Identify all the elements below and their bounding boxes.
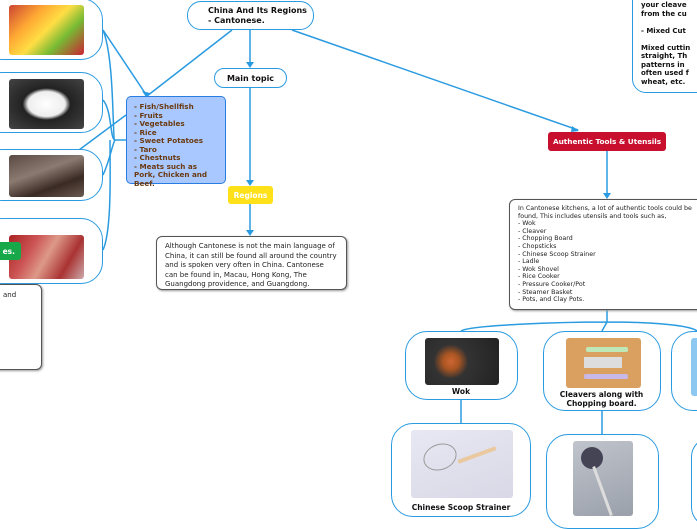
partial-tool-node-2[interactable] bbox=[691, 437, 697, 527]
cutting-note-text: your cleave from the cu - Mixed Cut Mixe… bbox=[641, 1, 691, 86]
rice-image bbox=[9, 79, 84, 129]
wok-node[interactable]: Wok bbox=[405, 331, 518, 400]
cleavers-image bbox=[566, 338, 641, 388]
partial-note-text: and bbox=[3, 291, 17, 299]
green-label-node[interactable]: es. bbox=[0, 242, 21, 260]
ladle-image bbox=[573, 441, 633, 516]
fruits-image-node[interactable] bbox=[0, 0, 103, 60]
cleavers-node[interactable]: Cleavers along with Chopping board. bbox=[543, 331, 661, 411]
tools-label: Authentic Tools & Utensils bbox=[552, 137, 662, 146]
root-title: China And Its Regions - Cantonese. bbox=[208, 5, 307, 25]
tools-text: In Cantonese kitchens, a lot of authenti… bbox=[518, 205, 692, 304]
rice-image-node[interactable] bbox=[0, 72, 103, 133]
green-label: es. bbox=[2, 246, 15, 256]
root-node[interactable]: China And Its Regions - Cantonese. bbox=[187, 1, 314, 30]
cutting-note[interactable]: your cleave from the cu - Mixed Cut Mixe… bbox=[632, 0, 697, 93]
fruits-image bbox=[9, 5, 84, 55]
strainer-node[interactable]: Chinese Scoop Strainer bbox=[391, 423, 531, 517]
strainer-image bbox=[411, 430, 513, 498]
tools-node[interactable]: Authentic Tools & Utensils bbox=[548, 132, 666, 151]
foods-node[interactable]: - Fish/Shellfish - Fruits - Vegetables -… bbox=[126, 96, 226, 187]
partial-tool-node[interactable] bbox=[671, 331, 697, 411]
strainer-label: Chinese Scoop Strainer bbox=[411, 503, 511, 512]
taro-image bbox=[9, 155, 84, 197]
regions-node[interactable]: Regions bbox=[228, 186, 273, 204]
regions-text: Although Cantonese is not the main langu… bbox=[165, 242, 337, 288]
taro-image-node[interactable] bbox=[0, 149, 103, 201]
foods-text: - Fish/Shellfish - Fruits - Vegetables -… bbox=[134, 102, 208, 188]
regions-note[interactable]: Although Cantonese is not the main langu… bbox=[156, 236, 347, 290]
tools-note[interactable]: In Cantonese kitchens, a lot of authenti… bbox=[509, 199, 697, 310]
ladle-node[interactable] bbox=[546, 434, 659, 529]
partial-note[interactable]: and bbox=[0, 284, 42, 370]
meats-image-node[interactable] bbox=[0, 218, 103, 284]
meats-image bbox=[9, 235, 84, 279]
wok-image bbox=[425, 338, 499, 385]
wok-label: Wok bbox=[451, 387, 471, 396]
main-topic-label: Main topic bbox=[226, 73, 275, 83]
partial-tool-image bbox=[691, 338, 697, 396]
main-topic-node[interactable]: Main topic bbox=[214, 68, 287, 88]
cleavers-label: Cleavers along with Chopping board. bbox=[559, 390, 644, 408]
regions-label: Regions bbox=[233, 190, 268, 200]
